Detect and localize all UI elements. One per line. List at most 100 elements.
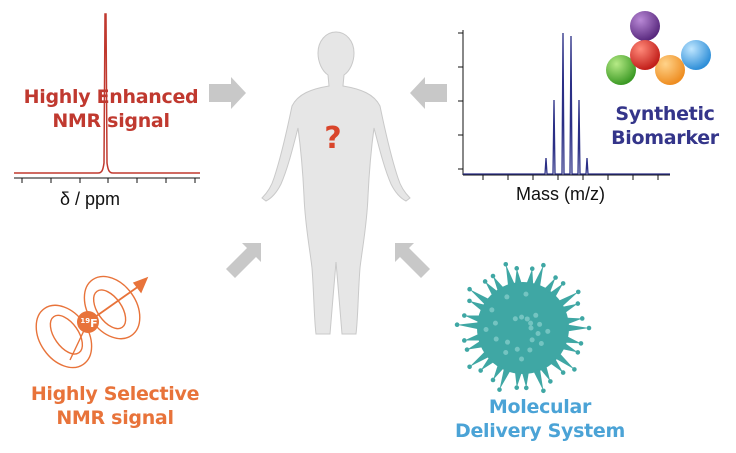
- virus-spike-tip: [523, 385, 529, 391]
- biomarker-line-1: Synthetic: [615, 103, 715, 125]
- virus-spike-tip: [514, 266, 520, 271]
- virus-texture-dot: [489, 307, 495, 313]
- virus-spike-tip: [586, 325, 592, 331]
- nmr-peak-line: [14, 13, 200, 174]
- virus-spike: [485, 281, 499, 297]
- virus-texture-dot: [512, 316, 518, 322]
- spin-mass-number: 19: [80, 317, 90, 325]
- virus-texture-dot: [519, 356, 525, 362]
- mass-peaks: [463, 32, 670, 175]
- delivery-system-label: Molecular Delivery System: [440, 396, 640, 444]
- virus-spike: [561, 303, 578, 314]
- delivery-line-2: Delivery System: [455, 419, 625, 442]
- virus-spike: [549, 358, 564, 373]
- virus-spike: [561, 342, 578, 353]
- virus-spike-tip: [454, 322, 460, 328]
- virus-texture-dot: [533, 312, 539, 318]
- virus-spike: [557, 291, 579, 307]
- virus-spike: [521, 371, 529, 388]
- spin-nucleus-label: 19F: [80, 317, 97, 330]
- virus-spike: [533, 368, 544, 391]
- virus-texture-dot: [529, 337, 535, 343]
- arrow-icon: [395, 243, 430, 278]
- virus-spike-tip: [490, 273, 496, 279]
- virus-spike-tip: [553, 275, 558, 280]
- arrow-icon: [226, 243, 261, 278]
- virus-texture-dot: [519, 314, 525, 320]
- virus-spike: [469, 289, 490, 306]
- virus-spike-tip: [575, 289, 581, 295]
- virus-texture-dot: [524, 316, 530, 322]
- virus-spike-tip: [514, 385, 520, 390]
- arrow-icon: [410, 77, 447, 109]
- virus-spike-tip: [503, 261, 509, 267]
- nmr-selective-label: Highly Selective NMR signal: [20, 383, 210, 431]
- question-mark: ?: [324, 121, 341, 156]
- virus-texture-dot: [504, 294, 510, 300]
- virus-spike: [554, 352, 575, 370]
- virus-spike: [493, 276, 505, 292]
- nmr-enhanced-line-2: NMR signal: [52, 109, 170, 132]
- virus-spike-tip: [490, 377, 496, 383]
- virus-spike: [514, 371, 522, 388]
- virus-spike-tip: [575, 301, 581, 306]
- virus-spike-tip: [548, 379, 553, 384]
- virus-spike-tip: [541, 262, 546, 268]
- nmr-selective-line-1: Highly Selective: [30, 383, 200, 405]
- virus-spike-tip: [467, 364, 472, 370]
- virus-spike: [480, 356, 495, 371]
- virus-spike: [469, 300, 486, 312]
- virus-spike: [505, 264, 515, 287]
- nmr-spectrum: [14, 13, 200, 183]
- virus-spike: [549, 283, 564, 298]
- nmr-enhanced-line-1: Highly Enhanced: [23, 86, 199, 108]
- arrow-icon: [209, 77, 246, 109]
- virus-texture-dot: [535, 330, 541, 336]
- virus-spike-tip: [541, 388, 546, 394]
- virus-spike-tip: [579, 316, 585, 321]
- human-body-icon: [261, 31, 411, 335]
- virus-spike: [565, 317, 583, 325]
- virus-spike-tip: [575, 350, 581, 355]
- virus-spike-tip: [462, 313, 467, 318]
- virus-texture-dot: [483, 327, 489, 333]
- virus-spike: [493, 364, 505, 380]
- virus-texture-dot: [538, 340, 544, 346]
- biomarker-cluster-icon: [606, 11, 711, 85]
- spin-dipole-icon: [35, 275, 149, 369]
- virus-spike-tip: [572, 367, 577, 372]
- virus-spike-tip: [482, 279, 488, 284]
- nmr-axis-label: δ / ppm: [60, 189, 121, 209]
- virus-spike: [539, 365, 551, 382]
- virus-spike-tip: [478, 368, 483, 373]
- virus-texture-dot: [514, 346, 520, 352]
- virus-particle-icon: [454, 261, 592, 394]
- virus-spike-tip: [467, 298, 472, 304]
- arrows-group: [209, 77, 447, 278]
- virus-spike: [566, 324, 589, 332]
- virus-spike: [499, 367, 511, 390]
- virus-spike-tip: [464, 347, 470, 352]
- virus-spike-tip: [560, 281, 566, 286]
- virus-texture-dot: [545, 328, 551, 334]
- virus-texture-dot: [528, 325, 534, 331]
- virus-spike-tip: [578, 341, 584, 346]
- delivery-line-1: Molecular: [488, 396, 592, 418]
- virus-texture-dot: [523, 291, 529, 297]
- virus-spike-tip: [560, 370, 566, 375]
- virus-spike-tip: [529, 266, 535, 272]
- virus-spike: [467, 340, 484, 350]
- virus-spike-tip: [462, 338, 467, 343]
- virus-spike: [514, 268, 522, 285]
- virus-spike: [464, 333, 481, 341]
- virus-spike: [526, 268, 534, 286]
- spin-symbol: F: [90, 317, 98, 330]
- virus-texture-dot: [505, 339, 511, 345]
- virus-spike: [543, 277, 556, 294]
- virus-texture-dot: [537, 321, 543, 327]
- nmr-selective-line-2: NMR signal: [56, 406, 174, 429]
- virus-body: [477, 282, 569, 374]
- virus-texture-dot: [493, 336, 499, 342]
- biomarker-line-2: Biomarker: [611, 126, 719, 149]
